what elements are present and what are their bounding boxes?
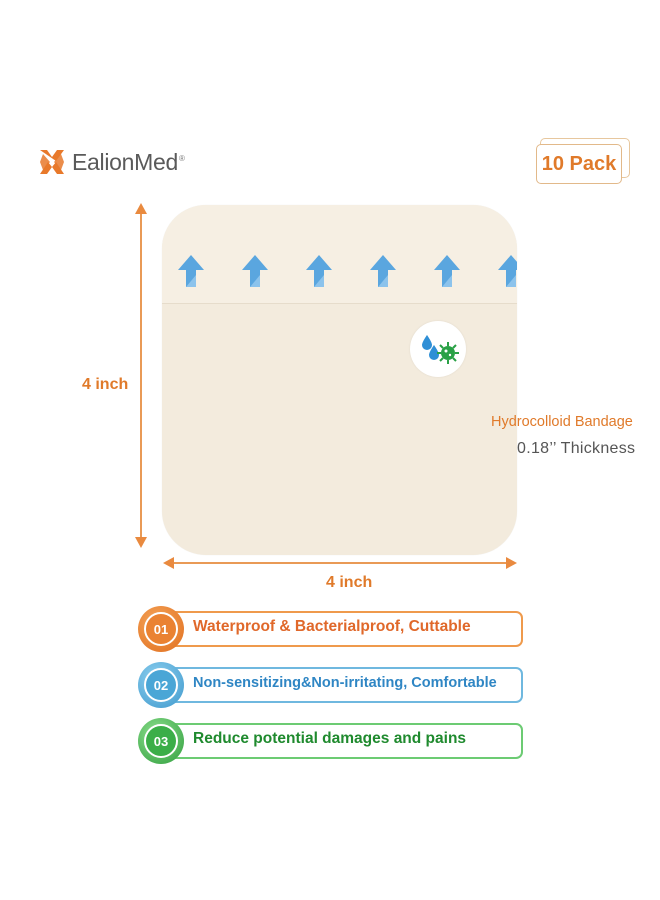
feature-pill — [160, 723, 523, 759]
bandage-peel-strip — [162, 205, 517, 303]
feature-text: Non-sensitizing&Non-irritating, Comforta… — [193, 675, 497, 691]
up-arrow-icon — [498, 255, 517, 287]
arrow-left-icon — [163, 557, 174, 569]
feature-number-badge: 01 — [138, 606, 184, 652]
arrow-up-icon — [135, 203, 147, 214]
width-dimension-line — [166, 562, 514, 564]
feature-pill — [160, 667, 523, 703]
feature-item: 01 Waterproof & Bacterialproof, Cuttable — [138, 606, 526, 654]
waterproof-antibacterial-badge — [410, 321, 466, 377]
brand-logo: EalionMed® — [38, 148, 185, 176]
bandage-peel-divider — [162, 303, 517, 304]
pack-badge-label: 10 Pack — [536, 144, 622, 184]
pack-badge: 10 Pack — [536, 138, 630, 188]
product-type-label: Hydrocolloid Bandage — [491, 414, 633, 430]
feature-text: Waterproof & Bacterialproof, Cuttable — [193, 618, 471, 635]
bandage-image — [162, 205, 517, 555]
feature-item: 03 Reduce potential damages and pains — [138, 718, 526, 766]
arrow-right-icon — [506, 557, 517, 569]
feature-text: Reduce potential damages and pains — [193, 730, 467, 747]
up-arrow-icon — [434, 255, 460, 287]
brand-x-icon — [40, 150, 64, 174]
feature-item: 02 Non-sensitizing&Non-irritating, Comfo… — [138, 662, 526, 710]
up-arrow-icon — [242, 255, 268, 287]
feature-number-badge: 02 — [138, 662, 184, 708]
bacteria-icon — [437, 342, 459, 364]
up-arrow-icon — [306, 255, 332, 287]
brand-name: EalionMed® — [72, 148, 185, 175]
height-label: 4 inch — [82, 376, 129, 393]
feature-number-badge: 03 — [138, 718, 184, 764]
up-arrow-icon — [178, 255, 204, 287]
width-label: 4 inch — [326, 574, 373, 591]
arrow-down-icon — [135, 537, 147, 548]
thickness-label: 0.18’’ Thickness — [517, 440, 636, 457]
feature-pill — [160, 611, 523, 647]
height-dimension-line — [140, 205, 142, 545]
up-arrow-icon — [370, 255, 396, 287]
water-drop-icon — [422, 335, 459, 364]
